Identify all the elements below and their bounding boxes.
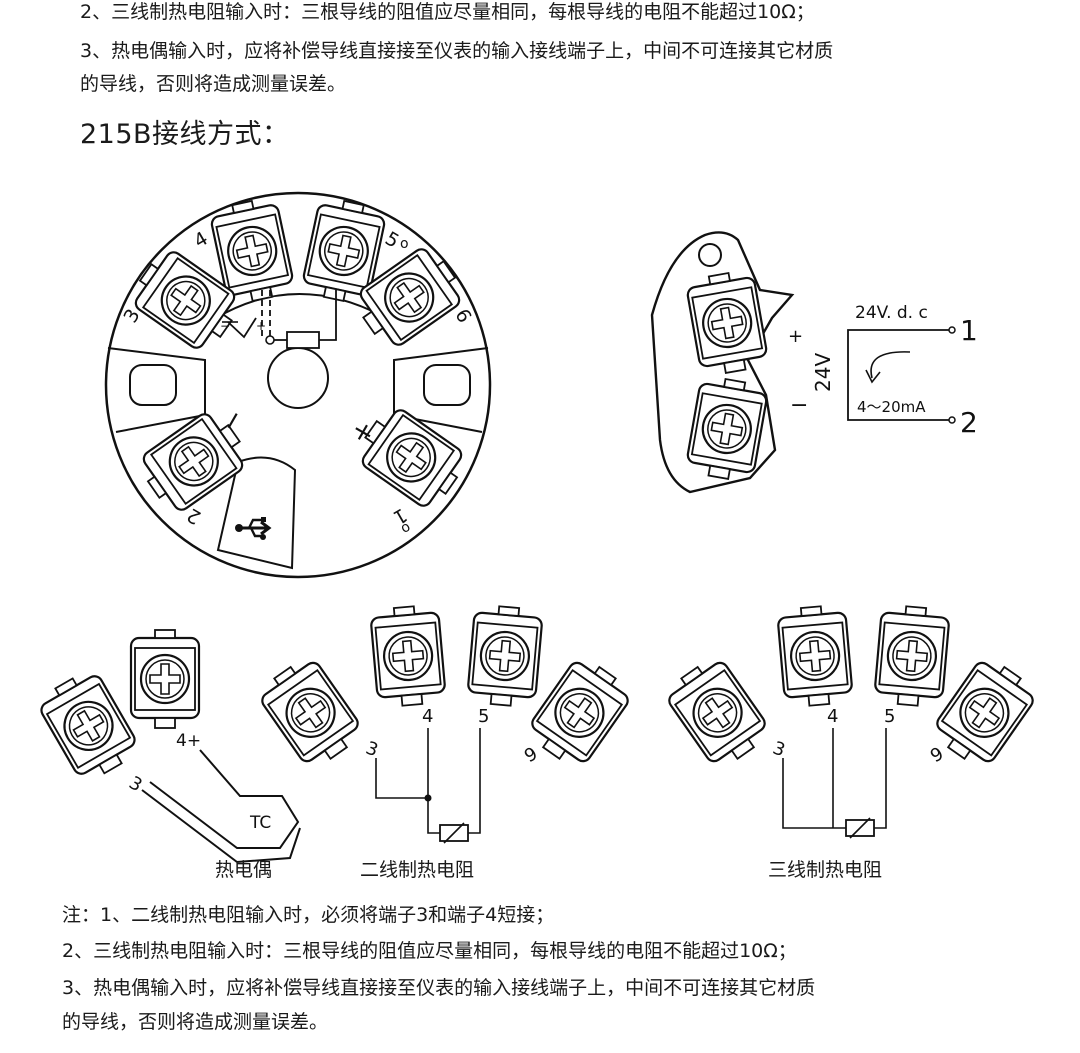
svg-text:5: 5 — [478, 706, 489, 727]
round-module: − + 4 5 o 3 6 2 1 o − + — [104, 191, 492, 579]
svg-text:−: − — [220, 319, 230, 333]
svg-text:4+: 4+ — [176, 731, 201, 751]
three-wire-rtd-diagram: 3 4 5 6 — [660, 603, 1042, 839]
top-note-line-2: 2、三线制热电阻输入时：三根导线的阻值应尽量相同，每根导线的电阻不能超过10Ω； — [80, 1, 815, 23]
three-wire-terminal-4 — [775, 603, 855, 709]
caption-three-wire: 三线制热电阻 — [768, 859, 883, 881]
two-wire-terminal-3 — [253, 652, 368, 774]
three-wire-terminal-3 — [660, 652, 775, 774]
svg-text:4: 4 — [422, 706, 433, 727]
svg-text:4: 4 — [827, 706, 838, 727]
svg-text:o: o — [400, 236, 409, 252]
section-heading: 215B接线方式： — [80, 119, 290, 150]
bottom-note-line-3: 3、热电偶输入时，应将补偿导线直接接至仪表的输入接线端子上，中间不可连接其它材质 — [62, 977, 816, 999]
thermocouple-diagram: 3 4+ TC — [33, 628, 301, 864]
supply-label: 24V. d. c — [855, 303, 928, 323]
two-wire-terminal-6 — [522, 652, 637, 774]
node-1: 1 — [960, 314, 978, 347]
tc-label: TC — [249, 813, 271, 833]
bottom-note-line-1: 注：1、二线制热电阻输入时，必须将端子3和端子4短接； — [62, 904, 555, 926]
voltage-label: 24V — [811, 353, 835, 392]
svg-text:+: + — [256, 319, 266, 333]
caption-thermocouple: 热电偶 — [215, 859, 273, 881]
svg-text:6: 6 — [926, 741, 946, 765]
svg-text:−: − — [790, 393, 808, 418]
two-wire-terminal-5 — [465, 603, 545, 709]
bottom-note-line-2: 2、三线制热电阻输入时：三根导线的阻值应尽量相同，每根导线的电阻不能超过10Ω； — [62, 940, 797, 962]
svg-text:6: 6 — [520, 741, 540, 765]
svg-text:3: 3 — [363, 738, 381, 762]
two-wire-terminal-4 — [368, 603, 448, 709]
node-2: 2 — [960, 406, 978, 439]
two-wire-rtd-diagram: 3 4 5 6 — [253, 603, 637, 844]
usb-icon — [235, 517, 272, 540]
svg-text:3: 3 — [770, 738, 788, 762]
current-label: 4～20mA — [857, 398, 926, 416]
svg-text:3: 3 — [125, 772, 145, 796]
bottom-note-line-3-cont: 的导线，否则将造成测量误差。 — [62, 1011, 329, 1033]
power-terminal-block: + − 24V 24V. d. c 4～20mA 1 2 — [650, 231, 978, 494]
three-wire-terminal-5 — [872, 603, 952, 709]
svg-text:5: 5 — [884, 706, 895, 727]
top-note-line-3-cont: 的导线，否则将造成测量误差。 — [80, 73, 347, 95]
tc-terminal-3 — [33, 665, 144, 787]
svg-text:+: + — [788, 326, 803, 347]
caption-two-wire: 二线制热电阻 — [360, 859, 475, 881]
usb-pocket — [216, 456, 297, 570]
top-note-line-3: 3、热电偶输入时，应将补偿导线直接接至仪表的输入接线端子上，中间不可连接其它材质 — [80, 40, 834, 62]
tc-terminal-4 — [129, 628, 201, 730]
